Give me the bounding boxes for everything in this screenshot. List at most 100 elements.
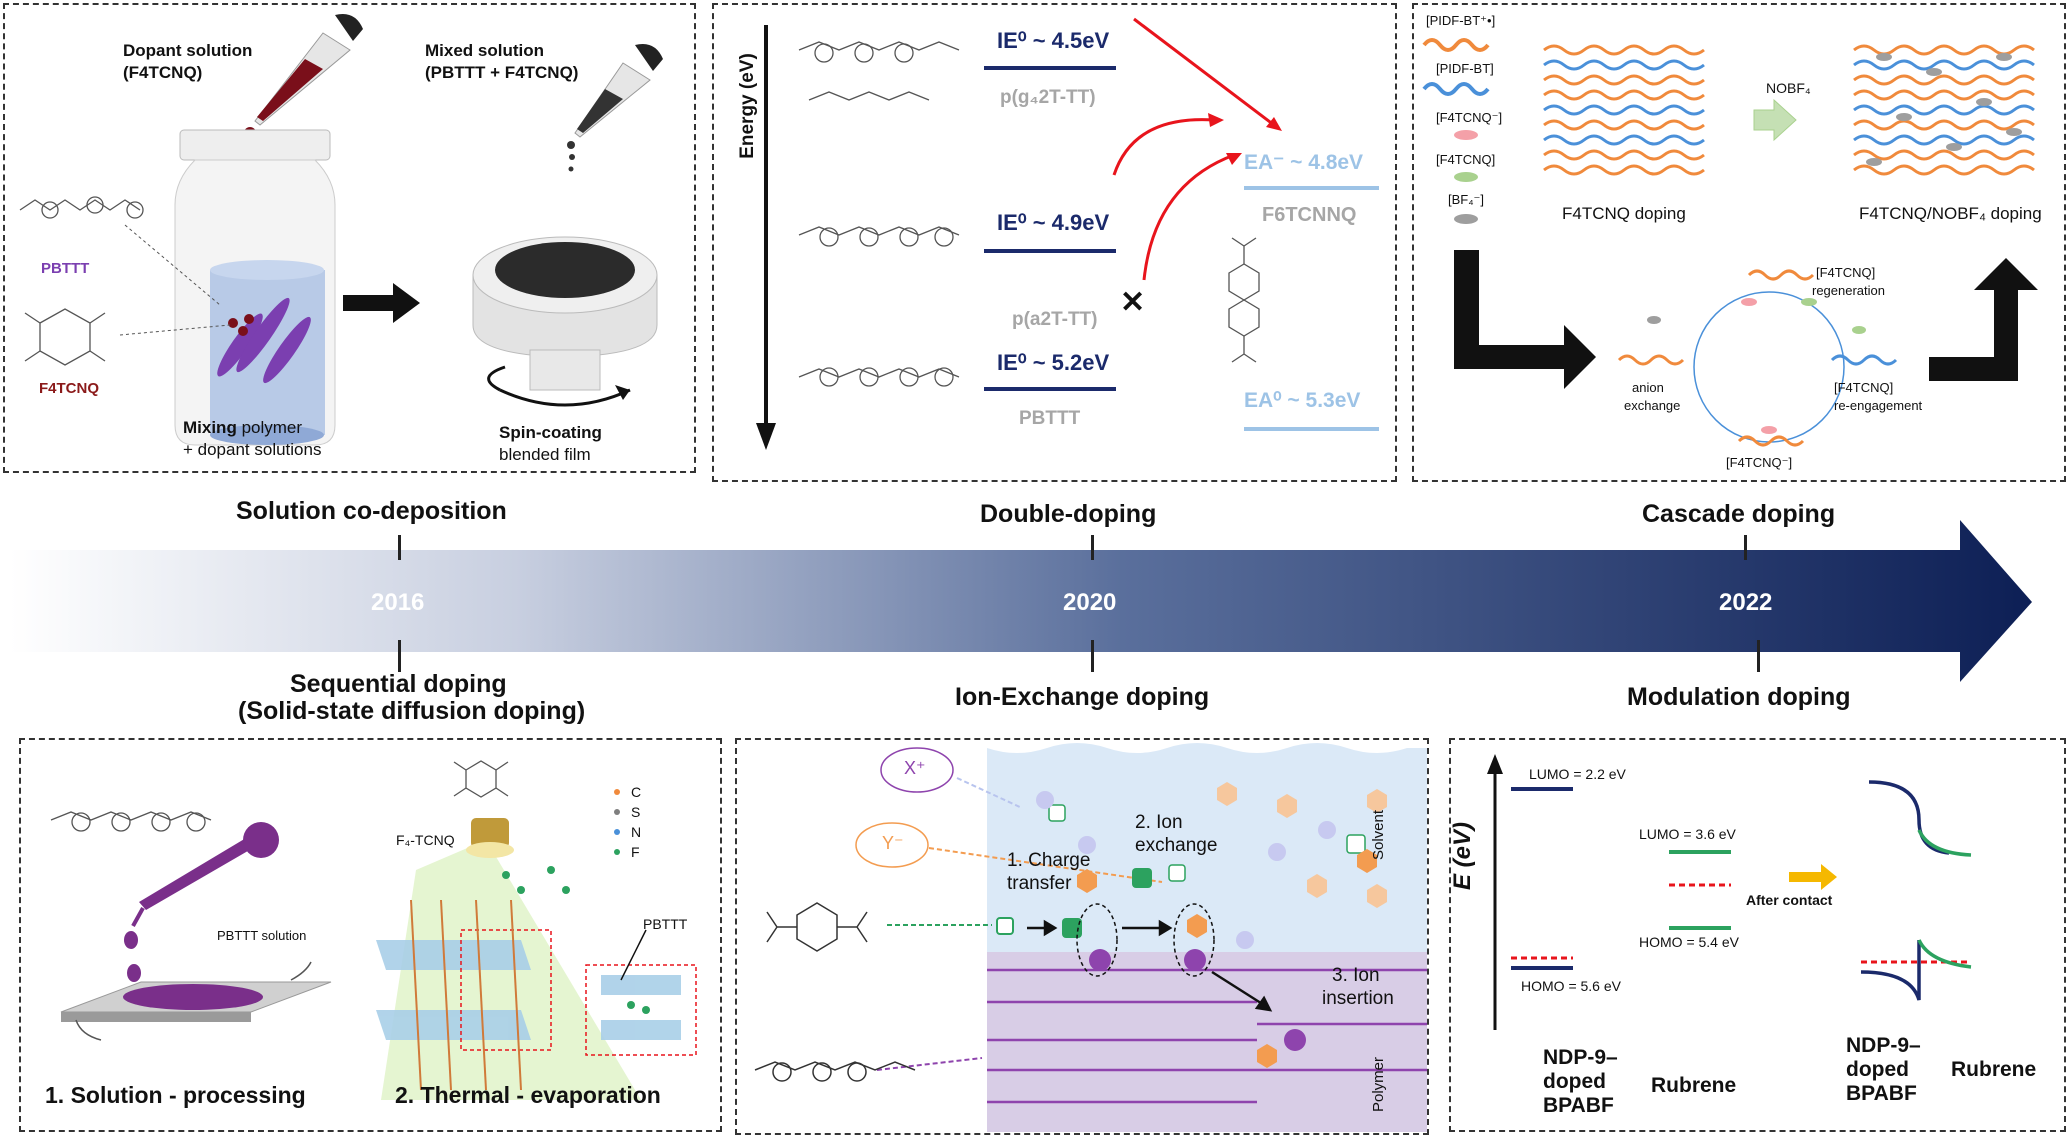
mixed-solution-sub: (PBTTT + F4TCNQ) (425, 63, 579, 82)
step2-label-1: 2. Ion (1135, 812, 1183, 833)
step1-label-2: transfer (1007, 873, 1072, 894)
tick-2022-bottom (1757, 640, 1760, 672)
ea-zero-label: EA⁰ ~ 5.3eV (1244, 389, 1361, 412)
double-doping-diagram (756, 17, 1379, 450)
after-contact-label: After contact (1746, 892, 1833, 908)
flow-arrow-right-icon (1929, 258, 2038, 381)
atom-legend-f: F (631, 844, 640, 860)
rubrene-label-2: Rubrene (1951, 1058, 2037, 1081)
spin-coating-caption-2: blended film (499, 445, 591, 464)
panel-modulation-doping: E (eV) LUMO = 2.2 eV HOMO = 5.6 eV LUMO … (1449, 738, 2066, 1132)
pbttt-solution-label: PBTTT solution (217, 928, 307, 943)
solvent-label: Solvent (1370, 809, 1387, 860)
cascade-diagram (1422, 38, 2038, 447)
left-material-line3: BPABF (1543, 1094, 1614, 1117)
anion-exchange-label-1: anion (1632, 380, 1664, 395)
codeposition-illustration (19, 13, 663, 446)
lumo2-label: LUMO = 3.6 eV (1639, 826, 1736, 842)
f4tcnq-label: F4TCNQ (39, 380, 99, 397)
spin-coating-caption: Spin-coating (499, 423, 602, 442)
title-solid-state-diffusion: (Solid-state diffusion doping) (238, 697, 586, 725)
regeneration-label-2: regeneration (1812, 283, 1885, 298)
dropper-icon (567, 43, 663, 172)
title-double-doping: Double-doping (980, 500, 1157, 528)
title-solution-codeposition: Solution co-deposition (236, 497, 507, 525)
step2-caption: 2. Thermal - evaporation (395, 1082, 661, 1108)
atom-legend-c: C (631, 784, 642, 800)
step1-caption: 1. Solution - processing (45, 1082, 306, 1108)
contact-arrow-icon (1789, 864, 1837, 890)
polymer-label: Polymer (1370, 1056, 1387, 1112)
lumo1-label: LUMO = 2.2 eV (1529, 766, 1626, 782)
flow-arrow-left-icon (1454, 250, 1596, 389)
title-ion-exchange-doping: Ion-Exchange doping (955, 683, 1210, 711)
ie-level-3: IE⁰ ~ 5.2eV (997, 350, 1110, 375)
forbidden-cross-icon: ✕ (1120, 286, 1146, 319)
process-arrow-icon (343, 283, 420, 323)
spin-coater-icon (472, 236, 658, 407)
pbttt-label: PBTTT (41, 260, 90, 277)
polymer-name-1: p(g₄2T-TT) (1000, 87, 1096, 108)
title-sequential-doping: Sequential doping (290, 670, 507, 698)
y-ion-label: Y⁻ (882, 833, 904, 853)
sequential-illustration (50, 760, 697, 1100)
polymer-name-2: p(a2T-TT) (1012, 309, 1098, 330)
title-cascade-doping: Cascade doping (1642, 500, 1836, 528)
rubrene-label: Rubrene (1651, 1074, 1737, 1097)
ion-symbols (996, 782, 1387, 1068)
mixing-bold: Mixing (183, 418, 237, 437)
ie-level-2: IE⁰ ~ 4.9eV (997, 210, 1110, 235)
pbttt-seq-label: PBTTT (643, 916, 688, 932)
step3-label-1: 3. Ion (1332, 965, 1380, 986)
legend-f4tcnq-anion: [F4TCNQ⁻] (1436, 110, 1503, 125)
left-material-line1: NDP-9– (1543, 1046, 1618, 1069)
panel-cascade-doping: [PIDF-BT⁺•] [PIDF-BT] [F4TCNQ⁻] [F4TCNQ]… (1412, 3, 2066, 482)
mixing-rest: polymer (236, 418, 303, 437)
ea-minus-label: EA⁻ ~ 4.8eV (1244, 151, 1364, 174)
tick-2020-top (1091, 535, 1094, 560)
panel-solution-codeposition: Dopant solution (F4TCNQ) Mixed solution … (3, 3, 696, 473)
pipette-icon (124, 822, 279, 982)
tick-2016-bottom (398, 640, 401, 672)
x-ion-label: X⁺ (904, 758, 926, 778)
energy-e-axis-label: E (eV) (1449, 821, 1476, 890)
right-material-line3: BPABF (1846, 1082, 1917, 1105)
polymer-name-3: PBTTT (1019, 408, 1081, 429)
energy-axis-label: Energy (eV) (737, 53, 758, 159)
atom-legend-s: S (631, 804, 641, 820)
timeline-arrow (10, 520, 2032, 682)
f4tcnq-seq-label: F₄-TCNQ (396, 832, 455, 848)
year-2016: 2016 (371, 589, 425, 616)
year-2020: 2020 (1063, 589, 1117, 616)
atom-legend-n: N (631, 824, 642, 840)
step3-label-2: insertion (1322, 988, 1394, 1009)
cycle-bottom-label: [F4TCNQ⁻] (1726, 455, 1793, 470)
panel-ion-exchange-doping: X⁺ Y⁻ 1. Charge transfer 2. Ion exchange… (735, 738, 1429, 1135)
mixing-caption-2: + dopant solutions (183, 440, 322, 459)
lamp-icon (466, 818, 514, 858)
mixing-caption: Mixing polymer (183, 418, 302, 438)
f6tcnnq-label: F6TCNNQ (1262, 204, 1357, 226)
homo2-label: HOMO = 5.4 eV (1639, 934, 1739, 950)
title-modulation-doping: Modulation doping (1627, 683, 1851, 711)
step1-label-1: 1. Charge (1007, 850, 1091, 871)
left-material-line2: doped (1543, 1070, 1606, 1093)
panel-sequential-doping: PBTTT solution F₄-TCNQ PBTTT C S N F 1. … (19, 738, 722, 1132)
ie-level-1: IE⁰ ~ 4.5eV (997, 28, 1110, 53)
dopant-solution-sub: (F4TCNQ) (123, 63, 203, 82)
f4tcnq-doping-label: F4TCNQ doping (1562, 204, 1686, 223)
year-2022: 2022 (1719, 589, 1773, 616)
right-material-line2: doped (1846, 1058, 1909, 1081)
bottle-icon (174, 129, 336, 446)
tick-2016-top (398, 535, 401, 560)
legend-f4tcnq: [F4TCNQ] (1436, 152, 1496, 167)
regeneration-label-1: [F4TCNQ] (1816, 265, 1876, 280)
legend-bf4: [BF₄⁻] (1448, 192, 1485, 207)
legend-pidf-bt: [PIDF-BT] (1436, 61, 1494, 76)
ion-exchange-diagram (754, 743, 1427, 1132)
step2-label-2: exchange (1135, 835, 1218, 856)
nobf4-arrow-icon (1753, 98, 1797, 142)
homo1-label: HOMO = 5.6 eV (1521, 978, 1621, 994)
legend-pidf-bt-cation: [PIDF-BT⁺•] (1426, 13, 1496, 28)
anion-exchange-label-2: exchange (1624, 398, 1681, 413)
